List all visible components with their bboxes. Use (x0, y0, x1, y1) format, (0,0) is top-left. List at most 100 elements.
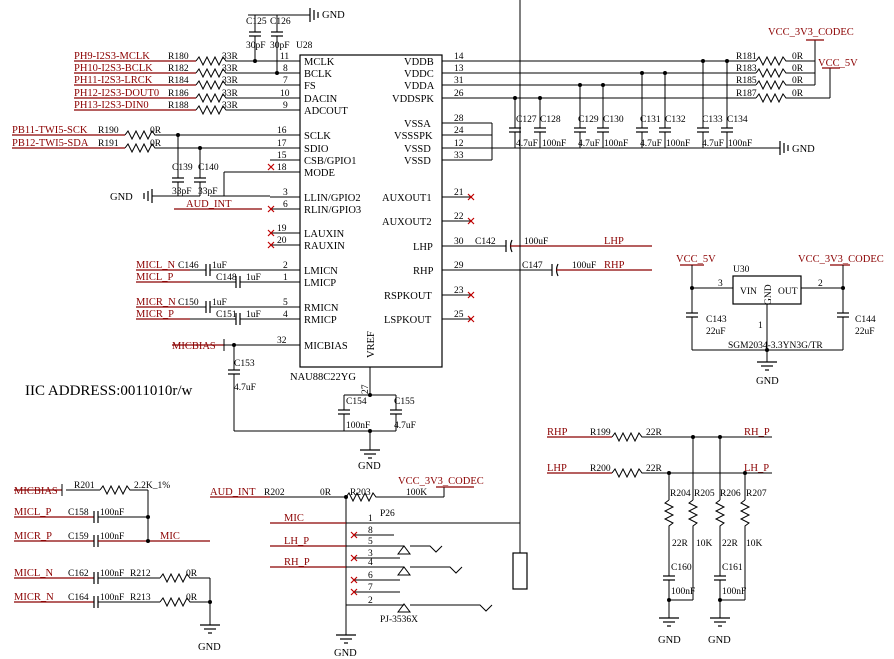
net-label: PH10-I2S3-BCLK (74, 63, 153, 74)
hp-output-network: RHP R199 22R RH_P LHP R200 22R LH_P R204… (547, 427, 772, 646)
cap-value: 100nF (346, 421, 370, 431)
res-value: 0R (150, 126, 162, 136)
net-label: PH9-I2S3-MCLK (74, 51, 150, 62)
net-label: RHP (547, 427, 568, 438)
pin-name: LMICN (304, 266, 338, 277)
pin-name: RHP (413, 266, 434, 277)
net-label: RHP (604, 260, 625, 271)
pin-name: VDDSPK (392, 94, 434, 105)
pin-num: 31 (454, 76, 464, 86)
pin-name: DACIN (304, 94, 338, 105)
cap-value: 100nF (100, 593, 124, 603)
net-label: PB12-TWI5-SDA (12, 138, 89, 149)
codec-part: NAU88C22YG (290, 372, 356, 383)
cap-label: C132 (665, 115, 686, 125)
pin-num: 13 (454, 64, 464, 74)
res-label: R187 (736, 89, 757, 99)
pin-name: BCLK (304, 69, 332, 80)
net-label: RH_P (284, 557, 310, 568)
cap-label: C128 (540, 115, 561, 125)
net-label: MICL_P (136, 272, 174, 283)
net-label: PH13-I2S3-DIN0 (74, 100, 149, 111)
pin-num: 18 (277, 163, 287, 173)
reg-ref: U30 (733, 265, 750, 275)
net-label: MIC (284, 513, 304, 524)
pin-num: 25 (454, 310, 464, 320)
pin-num: 33 (454, 151, 464, 161)
codec-vref-label: VREF (366, 331, 377, 358)
res-value: 0R (792, 89, 804, 99)
jack-ref: P26 (380, 509, 395, 519)
net-label: MICR_N (14, 592, 54, 603)
net-label: MICL_P (14, 507, 52, 518)
pin-name: VSSD (404, 144, 431, 155)
res-value: 10K (746, 539, 763, 549)
res-label: R184 (168, 76, 189, 86)
pin-num: 1 (283, 273, 288, 283)
headphone-caps: C142 100uF LHP C147 100uF RHP (472, 236, 652, 277)
res-value: 10K (696, 539, 713, 549)
i2s-bus: PH9-I2S3-MCLK PH10-I2S3-BCLK PH11-I2S3-L… (74, 51, 270, 116)
res-value: 100K (406, 488, 427, 498)
res-value: 33R (222, 89, 239, 99)
res-label: R201 (74, 481, 95, 491)
net-label: AUD_INT (186, 199, 232, 210)
pin-num: 8 (283, 64, 288, 74)
res-value: 33R (222, 64, 239, 74)
cap-value: 33pF (198, 187, 218, 197)
pin-num: 6 (283, 200, 288, 210)
mclk-caps: C125 C126 30pF 30pF GND (246, 8, 345, 75)
reg-pin-name: GND (764, 284, 774, 305)
no-connect-markers (267, 163, 475, 323)
net-label: LH_P (744, 463, 769, 474)
pin-name: FS (304, 81, 316, 92)
res-label: R204 (670, 489, 691, 499)
jack-pin: 3 (368, 549, 373, 559)
res-label: R186 (168, 89, 189, 99)
pin-num: 22 (454, 212, 464, 222)
cap-label: C126 (270, 17, 291, 27)
net-label: VCC_3V3_CODEC (798, 254, 884, 265)
pin-num: 2 (283, 261, 288, 271)
codec-ref: U28 (296, 41, 313, 51)
pin-num: 16 (277, 126, 287, 136)
cap-label: C129 (578, 115, 599, 125)
pin-num: 1 (758, 321, 763, 331)
cap-value: 1uF (246, 310, 261, 320)
res-label: R202 (264, 488, 285, 498)
codec-right-pins: 14 VDDB 13 VDDC 31 VDDA 26 VDDSPK 28 VSS… (382, 52, 464, 326)
net-label: VCC_3V3_CODEC (398, 476, 484, 487)
cap-label: C139 (172, 163, 193, 173)
jack-pin: 1 (368, 514, 373, 524)
pin-num: 19 (277, 224, 287, 234)
res-label: R203 (350, 488, 371, 498)
pin-num: 10 (280, 89, 290, 99)
pin-name: CSB/GPIO1 (304, 156, 357, 167)
pin-name: LHP (413, 242, 433, 253)
cap-value: 1uF (246, 273, 261, 283)
pin-name: RMICN (304, 303, 339, 314)
res-value: 22R (646, 464, 663, 474)
pin-name: ADCOUT (304, 106, 348, 117)
cap-label: C153 (234, 359, 255, 369)
gnd-label: GND (322, 10, 345, 21)
cap-label: C142 (475, 237, 496, 247)
net-label: MICR_P (14, 531, 52, 542)
cap-value: 1uF (212, 298, 227, 308)
jack-pin: 7 (368, 583, 373, 593)
cap-label: C162 (68, 569, 89, 579)
pin-name: LLIN/GPIO2 (304, 193, 361, 204)
codec-left-pins: 11 MCLK 8 BCLK 7 FS 10 DACIN 9 ADCOUT 16… (277, 52, 361, 352)
pin-name: RSPKOUT (384, 291, 432, 302)
res-value: 22R (672, 539, 689, 549)
mic-bias-network: MICBIAS R201 2.2K_1% MICL_P MICR_P C158 … (14, 481, 221, 653)
cap-label: C143 (706, 315, 727, 325)
net-label: VCC_5V (676, 254, 716, 265)
cap-value: 4.7uF (702, 139, 724, 149)
pin-num: 32 (277, 336, 287, 346)
cap-label: C159 (68, 532, 89, 542)
res-label: R199 (590, 428, 611, 438)
net-label: PB11-TWI5-SCK (12, 125, 88, 136)
cap-label: C144 (855, 315, 876, 325)
